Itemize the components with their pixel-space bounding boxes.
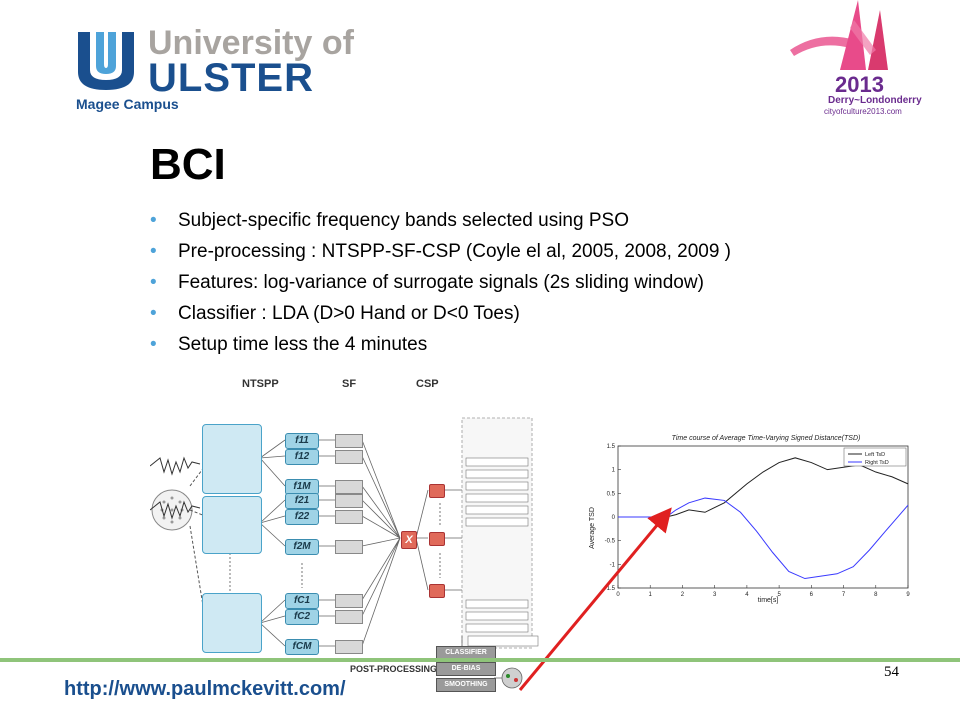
filter-box-fc1: fC1 (285, 593, 319, 609)
chart-legend-label: Left TsD (865, 452, 885, 458)
bullet-item: • Pre-processing : NTSPP-SF-CSP (Coyle el… (150, 239, 920, 270)
chart-x-tick-label: 1 (649, 592, 653, 598)
sf-box (335, 594, 363, 608)
university-logo: University of ULSTER (72, 22, 354, 100)
bullet-item: • Features: log-variance of surrogate sig… (150, 270, 920, 301)
city-of-culture-logo: 2013 Derry~Londonderry cityofculture2013… (780, 0, 930, 118)
slide-title: BCI (150, 140, 226, 189)
ntspp-block-1 (202, 424, 262, 494)
pipeline-diagram: NTSPP SF CSP f11 f12 f1M f21 f22 f2M fC1… (150, 378, 545, 663)
city-name: Derry~Londonderry (828, 95, 922, 106)
chart-y-tick-label: 0.5 (607, 491, 616, 497)
chart-series-line-0 (618, 457, 909, 518)
sf-box (335, 510, 363, 524)
sf-box (335, 434, 363, 448)
filter-box-f22: f22 (285, 509, 319, 525)
tsd-chart: Time course of Average Time-Varying Sign… (588, 428, 918, 608)
filter-box-fc2: fC2 (285, 609, 319, 625)
chart-x-tick-label: 3 (713, 592, 717, 598)
chart-x-tick-label: 7 (842, 592, 846, 598)
chart-x-tick-label: 8 (874, 592, 878, 598)
ntspp-block-m (202, 593, 262, 653)
chart-y-tick-label: 0 (612, 515, 616, 521)
csp-box (429, 584, 445, 598)
bullet-icon: • (150, 241, 157, 262)
sf-box (335, 640, 363, 654)
chart-y-label: Average TSD (589, 507, 596, 549)
university-u-mark-icon (72, 28, 140, 94)
chart-title: Time course of Average Time-Varying Sign… (672, 435, 861, 442)
page-number: 54 (884, 664, 899, 680)
campus-label: Magee Campus (76, 96, 179, 112)
sf-box (335, 450, 363, 464)
post-processing-diagram: POST-PROCESSING CLASSIFIER DE-BIAS SMOOT… (340, 636, 540, 716)
sf-box (335, 540, 363, 554)
csp-box (429, 532, 445, 546)
bullet-icon: • (150, 334, 157, 355)
bullet-list: • Subject-specific frequency bands select… (150, 208, 920, 363)
csp-box (429, 484, 445, 498)
bullet-item: • Classifier : LDA (D>0 Hand or D<0 Toes) (150, 301, 920, 332)
chart-y-tick-label: 1 (612, 468, 616, 474)
filter-box-f2m: f2M (285, 539, 319, 555)
filter-box-f11: f11 (285, 433, 319, 449)
bullet-text: Subject-specific frequency bands selecte… (178, 210, 629, 231)
bullet-text: Setup time less the 4 minutes (178, 334, 428, 355)
city-url: cityofculture2013.com (824, 107, 902, 116)
chart-x-tick-label: 9 (906, 592, 910, 598)
city-of-culture-mark-icon (790, 0, 888, 70)
bullet-item: • Subject-specific frequency bands select… (150, 208, 920, 239)
chart-x-tick-label: 5 (777, 592, 781, 598)
bottom-bar (0, 658, 960, 662)
university-name-line1: University of (148, 24, 354, 62)
chart-x-tick-label: 6 (810, 592, 814, 598)
filter-box-fcm: fCM (285, 639, 319, 655)
university-name-line2: ULSTER (148, 56, 314, 100)
bullet-item: • Setup time less the 4 minutes (150, 332, 920, 363)
debias-step: DE-BIAS (436, 662, 496, 676)
csp-x-node: X (401, 531, 417, 549)
chart-y-tick-label: -0.5 (605, 539, 616, 545)
filter-box-f12: f12 (285, 449, 319, 465)
bullet-text: Classifier : LDA (D>0 Hand or D<0 Toes) (178, 303, 520, 324)
csp-label: CSP (416, 378, 439, 390)
chart-x-label: time[s] (758, 597, 779, 604)
bullet-text: Pre-processing : NTSPP-SF-CSP (Coyle el … (178, 241, 732, 262)
city-year: 2013 (835, 72, 884, 97)
bullet-icon: • (150, 272, 157, 293)
chart-y-tick-label: 1.5 (607, 444, 616, 450)
footer-url-link[interactable]: http://www.paulmckevitt.com/ (64, 678, 346, 700)
filter-box-f21: f21 (285, 493, 319, 509)
bullet-icon: • (150, 303, 157, 324)
sf-box (335, 494, 363, 508)
chart-y-tick-label: -1 (610, 562, 616, 568)
sf-label: SF (342, 378, 357, 390)
bullet-text: Features: log-variance of surrogate sign… (178, 272, 704, 293)
ntspp-label: NTSPP (242, 378, 279, 390)
chart-legend-label: Right TsD (865, 460, 889, 466)
chart-series-line-1 (618, 497, 909, 580)
smoothing-step: SMOOTHING (436, 678, 496, 692)
sf-box (335, 610, 363, 624)
chart-x-tick-label: 4 (745, 592, 749, 598)
chart-y-tick-label: -1.5 (605, 586, 616, 592)
sf-box (335, 480, 363, 494)
chart-x-tick-label: 2 (681, 592, 685, 598)
bullet-icon: • (150, 210, 157, 231)
tsd-chart-svg: Time course of Average Time-Varying Sign… (589, 435, 910, 604)
post-processing-label: POST-PROCESSING (350, 664, 438, 674)
ntspp-block-2 (202, 496, 262, 554)
chart-x-tick-label: 0 (616, 592, 620, 598)
